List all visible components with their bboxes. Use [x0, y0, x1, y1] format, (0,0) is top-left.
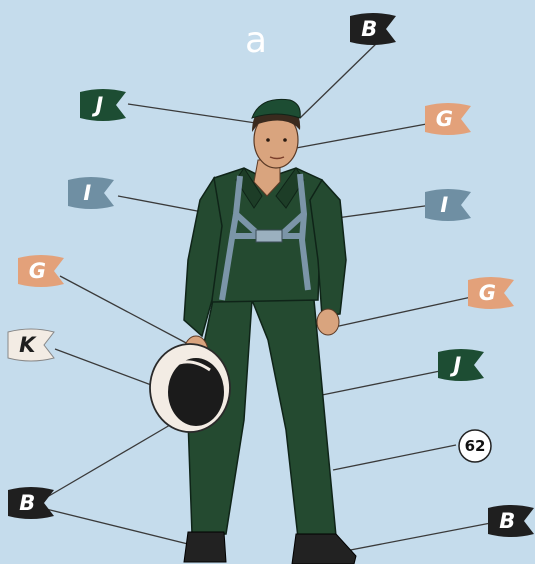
right-hand — [317, 309, 339, 335]
eye-right — [283, 138, 287, 142]
right-boot — [292, 534, 356, 564]
leader-62 — [333, 445, 456, 470]
callout-i-left: I — [68, 177, 114, 209]
callout-b-top: B — [350, 13, 396, 45]
callout-g-left: G — [18, 255, 64, 287]
eye-left — [266, 138, 270, 142]
callout-code: G — [436, 107, 453, 131]
leader-b-br — [340, 522, 496, 552]
callout-g-right-top: G — [425, 103, 471, 135]
leader-b-bl-2 — [42, 508, 196, 546]
leader-j-right — [322, 370, 445, 395]
callout-b-bottom-right: B — [488, 505, 534, 537]
callout-code: K — [19, 333, 37, 357]
callout-code: B — [19, 491, 35, 515]
callout-g-right-mid: G — [468, 277, 514, 309]
harness-buckle — [256, 230, 282, 242]
leader-b-top — [300, 40, 380, 118]
callout-code: G — [479, 281, 496, 305]
callout-code: B — [499, 509, 515, 533]
callout-i-right: I — [425, 189, 471, 221]
callout-j-right: J — [438, 349, 484, 381]
flight-helmet — [150, 344, 230, 432]
leader-b-bl-1 — [42, 425, 170, 500]
pilot-figure — [150, 99, 356, 564]
leader-g-right-mid — [330, 296, 476, 328]
callout-code: B — [361, 17, 377, 41]
left-boot — [184, 532, 226, 562]
callout-b-bottom-left: B — [8, 487, 54, 519]
callout-j-left: J — [80, 89, 126, 121]
callout-code: 62 — [465, 437, 486, 455]
callout-code: I — [83, 181, 91, 205]
leader-g-right-top — [296, 123, 432, 148]
callout-code: G — [29, 259, 46, 283]
leader-j-left — [128, 104, 256, 123]
callout-num-62: 62 — [459, 430, 491, 462]
right-leg — [252, 300, 336, 538]
callout-k-left: K — [8, 329, 54, 361]
callout-code: I — [440, 193, 448, 217]
panel-label: a — [245, 20, 267, 61]
leader-g-left — [60, 276, 190, 345]
